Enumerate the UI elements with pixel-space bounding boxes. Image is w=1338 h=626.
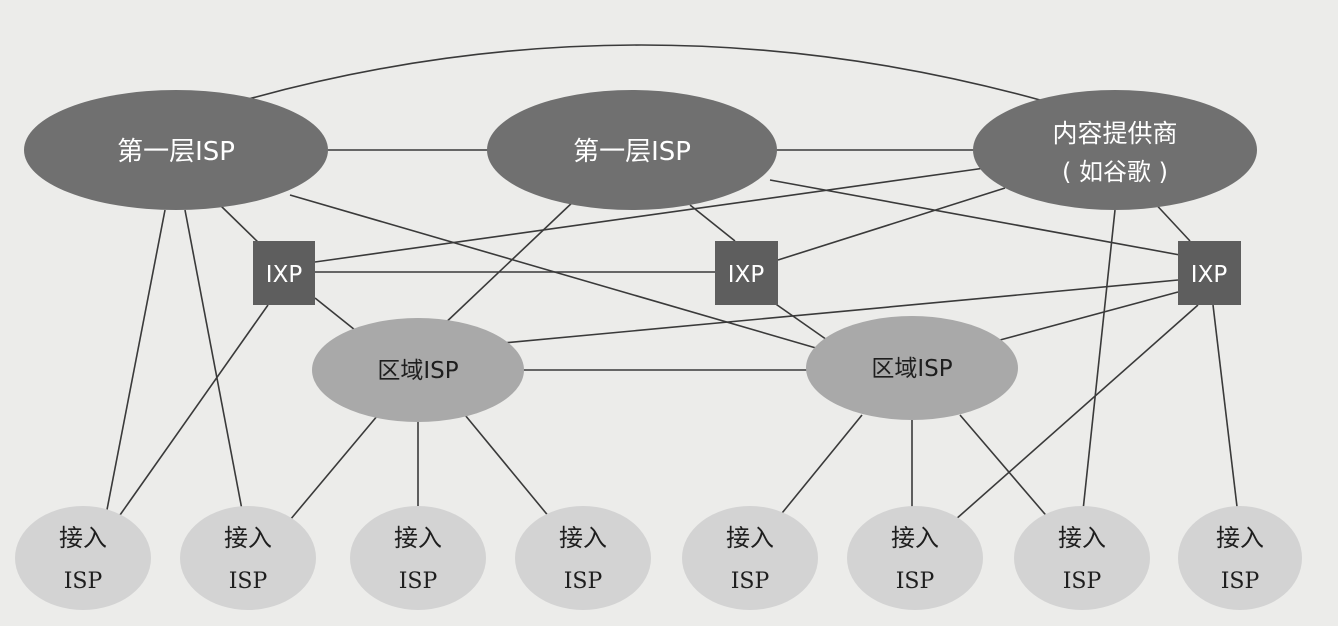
access-isp-sublabel: ISP [731, 569, 770, 594]
edge-content-to-ixp-mid [777, 187, 1006, 261]
tier1-isp-left-shape [24, 90, 328, 210]
tier1-isp-left-label: 第一层ISP [117, 137, 235, 167]
access-isp-5: 接入 ISP [682, 506, 818, 610]
access-isp-label: 接入 [394, 524, 442, 552]
access-isp-shape [1178, 506, 1302, 610]
tier1-isp-mid: 第一层ISP [487, 90, 777, 210]
edge-tier1-left-to-access1 [104, 209, 166, 521]
access-isp-sublabel: ISP [564, 569, 603, 594]
access-isp-label: 接入 [1216, 524, 1264, 552]
content-provider: 内容提供商 ( 如谷歌 ) [973, 90, 1257, 210]
access-isp-4: 接入 ISP [515, 506, 651, 610]
edge-ixp-left-to-regional-left [314, 297, 356, 331]
access-isp-6: 接入 ISP [847, 506, 983, 610]
edge-ixp-right-to-regional-right [999, 291, 1179, 341]
access-isp-label: 接入 [224, 524, 272, 552]
edge-ixp-right-to-access6 [954, 304, 1199, 521]
edge-tier1-mid-to-regional-left [439, 199, 576, 329]
access-isp-shape [847, 506, 983, 610]
edge-regional-left-to-access2 [289, 414, 379, 521]
tier1-isp-left: 第一层ISP [24, 90, 328, 210]
connection-lines [104, 44, 1239, 521]
regional-isp-right: 区域ISP [806, 316, 1018, 420]
access-isp-sublabel: ISP [896, 569, 935, 594]
ixp-right-box [1178, 241, 1241, 305]
content-provider-example: ( 如谷歌 ) [1062, 158, 1168, 186]
edge-regional-left-to-ixp-right [481, 279, 1179, 346]
content-provider-shape [973, 90, 1257, 210]
access-isp-shape [180, 506, 316, 610]
regional-isp-left-label: 区域ISP [377, 358, 458, 384]
access-isp-shape [682, 506, 818, 610]
access-isp-sublabel: ISP [1221, 569, 1260, 594]
ixp-left-label: IXP [266, 262, 303, 288]
content-provider-label: 内容提供商 [1052, 119, 1177, 148]
edge-ixp-left-to-access1 [119, 304, 269, 516]
edge-content-to-access7 [1081, 209, 1116, 521]
edge-tier1-mid-to-ixp-mid [689, 204, 736, 242]
access-isp-label: 接入 [1058, 524, 1106, 552]
access-isp-label: 接入 [559, 524, 607, 552]
ixp-mid-label: IXP [728, 262, 765, 288]
edge-ixp-left-to-content [314, 167, 986, 263]
edge-tier1-left-to-regional-right [289, 194, 841, 356]
access-isp-label: 接入 [726, 524, 774, 552]
ixp-left: IXP [253, 241, 315, 305]
access-isp-shape [350, 506, 486, 610]
access-isp-label: 接入 [891, 524, 939, 552]
edge-tier1-left-to-content-arc [244, 44, 1041, 101]
ixp-right: IXP [1178, 241, 1241, 305]
edge-regional-right-to-access5 [777, 414, 863, 519]
regional-isp-right-shape [806, 316, 1018, 420]
access-isp-1: 接入 ISP [15, 506, 151, 610]
ixp-mid: IXP [715, 241, 778, 305]
regional-isp-left: 区域ISP [312, 318, 524, 422]
access-isp-shape [515, 506, 651, 610]
ixp-right-label: IXP [1191, 262, 1228, 288]
ixp-left-box [253, 241, 315, 305]
access-isp-sublabel: ISP [1063, 569, 1102, 594]
edge-tier1-left-to-access2 [184, 209, 244, 516]
access-isp-row: 接入 ISP 接入 ISP 接入 ISP 接入 ISP 接入 ISP 接入 ISP 接入 ISP 接入 ISP [15, 506, 1302, 610]
tier1-isp-mid-label: 第一层ISP [573, 137, 691, 167]
access-isp-sublabel: ISP [399, 569, 438, 594]
ixp-mid-box [715, 241, 778, 305]
access-isp-3: 接入 ISP [350, 506, 486, 610]
access-isp-sublabel: ISP [64, 569, 103, 594]
access-isp-sublabel: ISP [229, 569, 268, 594]
regional-isp-right-label: 区域ISP [871, 356, 952, 382]
edge-regional-right-to-access7 [959, 414, 1051, 521]
access-isp-7: 接入 ISP [1014, 506, 1150, 610]
regional-isp-left-shape [312, 318, 524, 422]
tier1-isp-mid-shape [487, 90, 777, 210]
access-isp-label: 接入 [59, 524, 107, 552]
edge-ixp-mid-to-regional-right [769, 299, 831, 343]
edge-regional-left-to-access4 [464, 414, 551, 519]
edge-ixp-right-to-access8 [1212, 304, 1239, 516]
access-isp-8: 接入 ISP [1178, 506, 1302, 610]
access-isp-shape [15, 506, 151, 610]
edge-tier1-left-to-ixp-left [219, 204, 263, 247]
access-isp-shape [1014, 506, 1150, 610]
access-isp-2: 接入 ISP [180, 506, 316, 610]
